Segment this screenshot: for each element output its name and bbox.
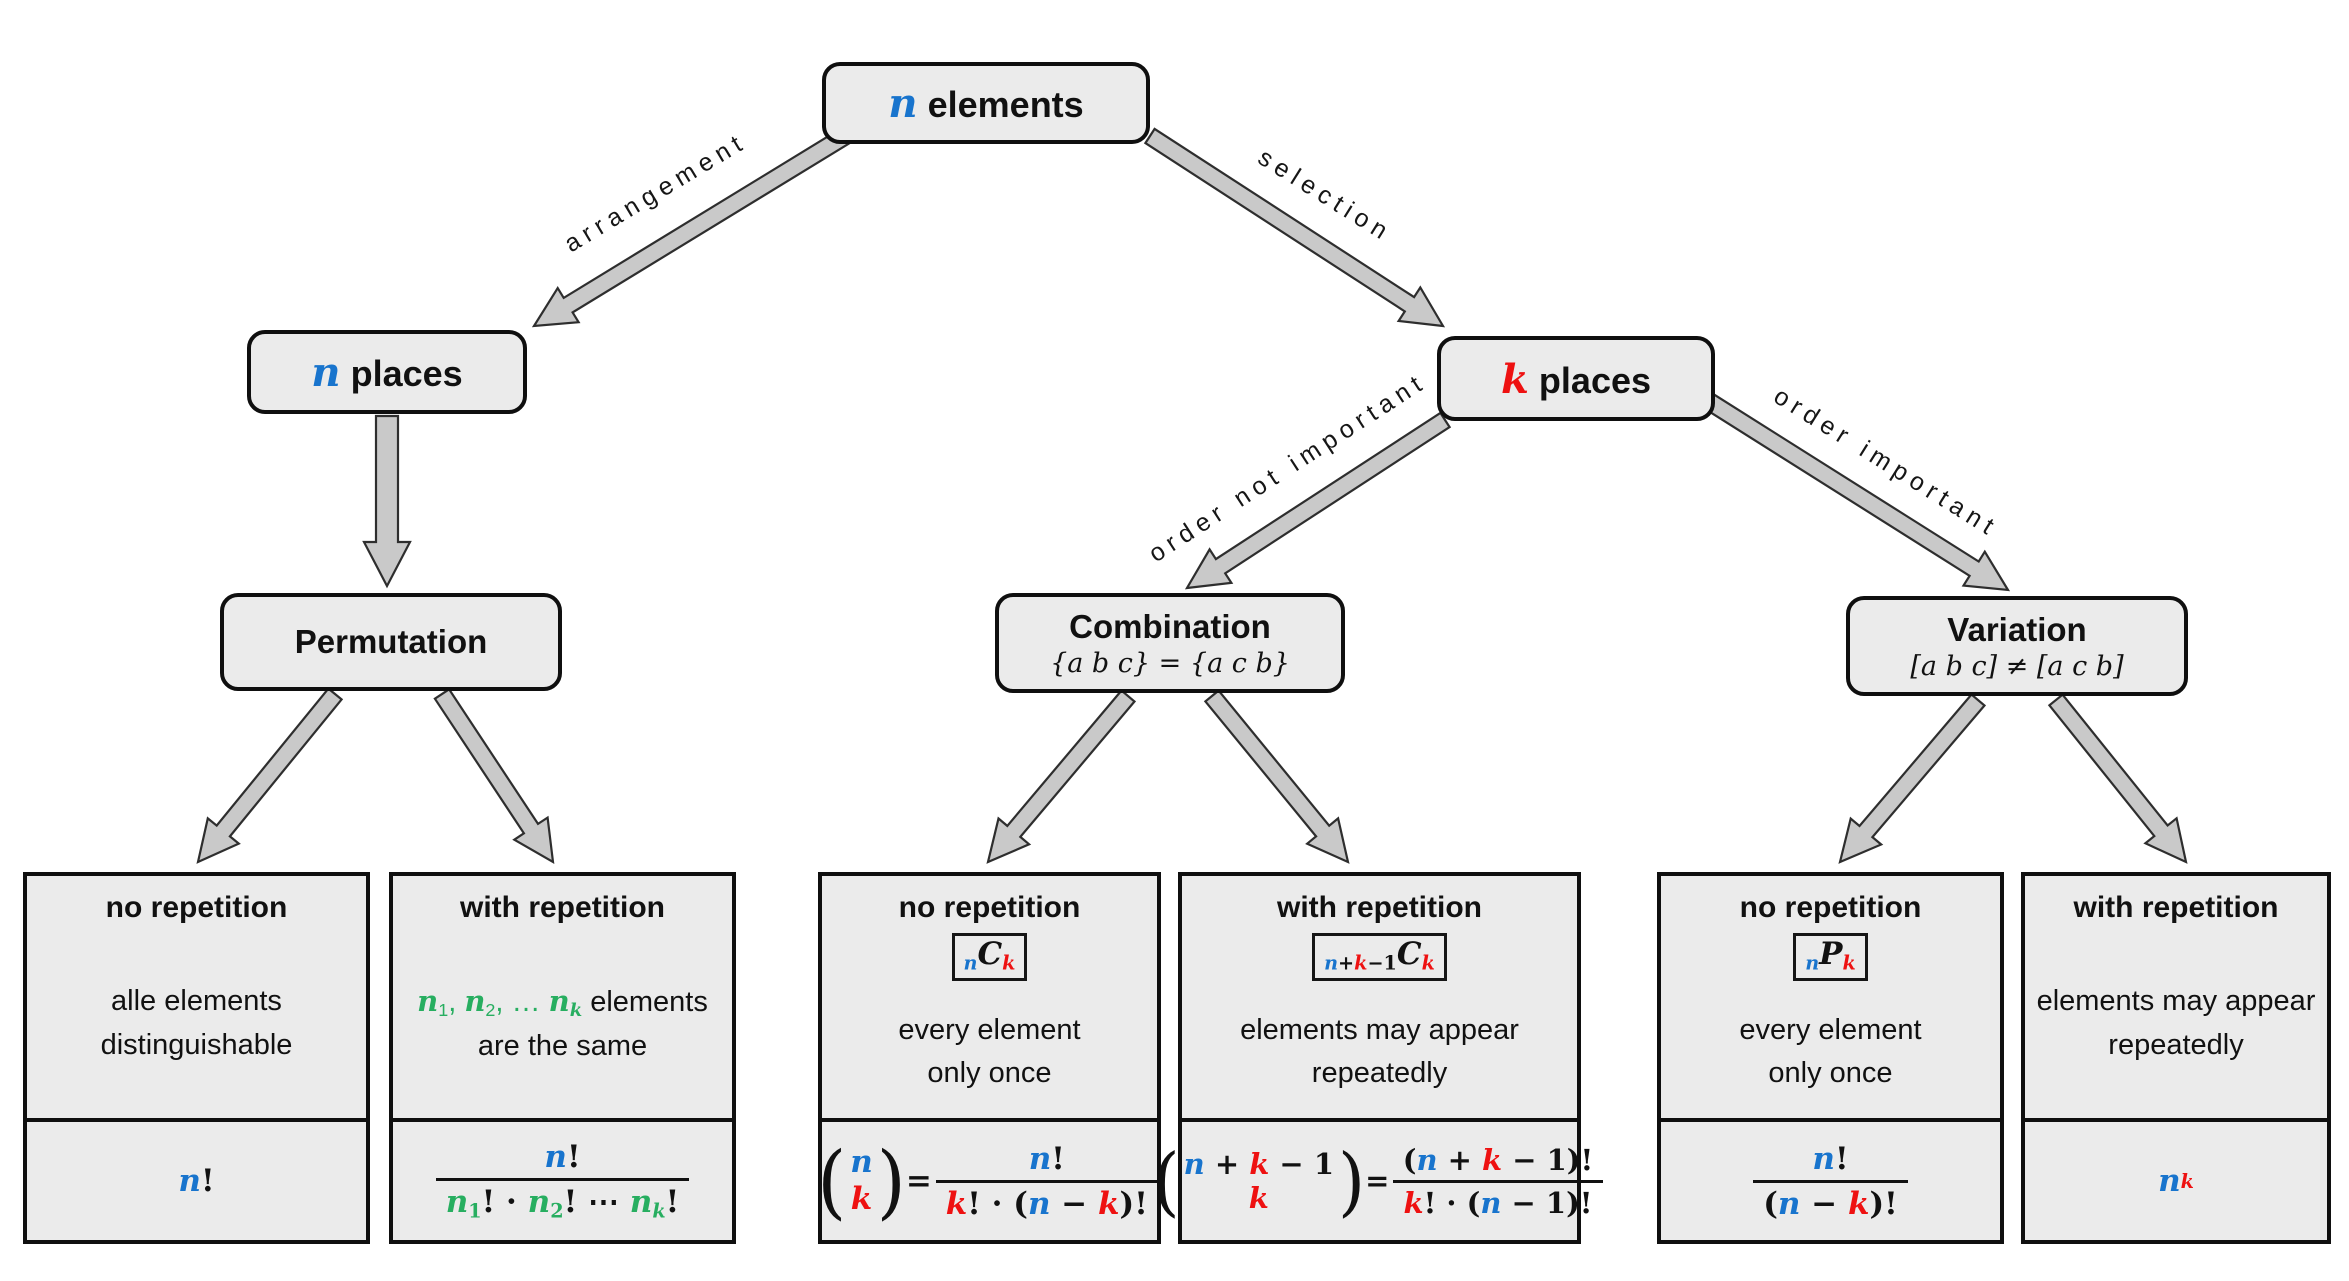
node-combination: Combination {a b c} = {a c b} xyxy=(995,593,1345,693)
arrow-selection xyxy=(1143,127,1446,328)
node-k-places: k places xyxy=(1437,336,1715,421)
symbol-badge-n-plus-k-minus-1-Ck: n+k−1Ck xyxy=(1312,933,1447,981)
leaf-header: no repetition xyxy=(898,891,1081,924)
arrow-arrangement xyxy=(531,127,851,328)
leaf-description: every element only once xyxy=(898,1013,1081,1090)
arrow-order-not-important xyxy=(1184,411,1452,590)
leaf-header: no repetition xyxy=(1739,891,1922,924)
leaf-formula-section: n!(n − k)! xyxy=(1661,1118,2000,1240)
arrow-vari-right xyxy=(2047,693,2188,864)
leaf-header: with repetition xyxy=(1277,891,1482,924)
node-variation-title: Variation xyxy=(1947,610,2087,648)
leaf-combination-no-repetition: no repetition nCk every element only onc… xyxy=(817,872,1161,1244)
leaf-description: n1, n2, … nk elements are the same xyxy=(417,984,708,1062)
leaf-formula-section: n!n1! · n2! ⋯ nk! xyxy=(393,1118,732,1240)
symbol-badge-nCk: nCk xyxy=(951,933,1028,981)
arrow-order-important xyxy=(1703,393,2011,592)
node-combination-title: Combination xyxy=(1069,607,1271,645)
leaf-variation-no-repetition: no repetition nPk every element only onc… xyxy=(1657,872,2004,1244)
node-combination-example: {a b c} = {a c b} xyxy=(1050,647,1290,679)
arrow-vari-left xyxy=(1838,692,1987,864)
formula-multinomial: n!n1! · n2! ⋯ nk! xyxy=(432,1139,694,1223)
leaf-variation-with-repetition: with repetition elements may appear repe… xyxy=(2021,872,2331,1244)
formula-falling-factorial: n!(n − k)! xyxy=(1749,1141,1912,1222)
node-variation: Variation [a b c] ≠ [a c b] xyxy=(1846,596,2188,696)
node-permutation-title: Permutation xyxy=(294,623,488,660)
leaf-header: with repetition xyxy=(460,891,665,924)
leaf-permutation-no-repetition: no repetition alle elements distinguisha… xyxy=(23,872,370,1244)
arrow-n-places-down xyxy=(362,414,412,589)
formula-n-factorial: n! xyxy=(178,1163,215,1199)
arrow-perm-right xyxy=(433,687,555,865)
leaf-description: elements may appear repeatedly xyxy=(1240,1013,1519,1090)
arrow-comb-left xyxy=(986,688,1137,864)
node-n-elements-label: n elements xyxy=(888,79,1084,127)
leaf-description: every element only once xyxy=(1739,1013,1922,1090)
arrow-comb-right xyxy=(1203,689,1350,864)
leaf-formula-section: n! xyxy=(27,1118,366,1240)
symbol-badge-nPk: nPk xyxy=(1793,933,1868,981)
node-n-elements: n elements xyxy=(822,62,1150,144)
arrow-perm-left xyxy=(196,687,344,864)
leaf-permutation-with-repetition: with repetition n1, n2, … nk elements ar… xyxy=(389,872,736,1244)
node-k-places-label: k places xyxy=(1500,354,1652,403)
leaf-description: elements may appear repeatedly xyxy=(2036,985,2316,1061)
node-variation-example: [a b c] ≠ [a c b] xyxy=(1910,650,2124,682)
node-n-places-label: n places xyxy=(311,348,463,396)
node-permutation: Permutation xyxy=(220,593,562,691)
leaf-combination-with-repetition: with repetition n+k−1Ck elements may app… xyxy=(1152,872,1603,1244)
node-n-places: n places xyxy=(247,330,527,414)
leaf-header: with repetition xyxy=(2073,891,2279,924)
leaf-header: no repetition xyxy=(105,891,288,924)
leaf-description: alle elements distinguishable xyxy=(100,985,293,1061)
